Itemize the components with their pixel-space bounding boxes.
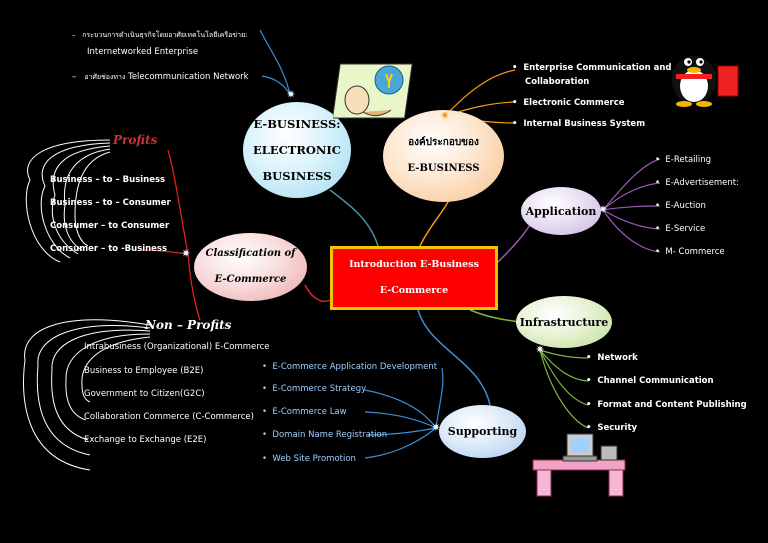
idea-clipart-icon: [333, 63, 413, 119]
link-center-classification: [304, 284, 331, 302]
profits-heading: Profits: [113, 133, 158, 147]
infrastructure-label: Infrastructure: [519, 315, 609, 329]
infrastructure-item-3: • Format and Content Publishing: [586, 400, 747, 410]
ebusiness-item-2-thai: อาศัยช่องทาง: [84, 73, 126, 81]
components-item-1: • Enterprise Communication and: [512, 63, 672, 73]
link-center-components: [419, 197, 451, 247]
link-center-supporting: [417, 309, 491, 406]
star-icon: ✷: [181, 247, 191, 260]
supporting-item-2: • E-Commerce Strategy: [262, 384, 367, 394]
center-title: Introduction E-Business: [349, 259, 479, 270]
components-item-3: • Internal Business System: [512, 119, 646, 129]
ebusiness-item-1-en: Internetworked Enterprise: [87, 47, 199, 57]
center-node: Introduction E-Business E-Commerce: [330, 246, 498, 310]
computer-desk-clipart-icon: [532, 433, 626, 497]
classification-line-2: E-Commerce: [214, 274, 287, 285]
penguin-clipart-icon: [672, 56, 739, 107]
classification-node: Classification of E-Commerce: [194, 233, 307, 301]
link-center-application: [497, 224, 531, 263]
infrastructure-item-2: • Channel Communication: [586, 376, 714, 386]
components-line-1: องค์ประกอบของ: [408, 137, 479, 148]
nonprofits-item-2: Business to Employee (B2E): [84, 366, 204, 376]
components-item-1b: Collaboration: [525, 77, 590, 87]
components-node: องค์ประกอบของ E-BUSINESS: [383, 110, 504, 202]
supporting-item-3: • E-Commerce Law: [262, 407, 347, 417]
profits-item-1: Business – to – Business: [50, 175, 166, 185]
infrastructure-item-4: • Security: [586, 423, 638, 433]
supporting-item-5: • Web Site Promotion: [262, 454, 356, 464]
profits-item-2: Business – to – Consumer: [50, 198, 171, 208]
application-node: Application: [521, 187, 601, 235]
nonprofits-item-1: Intrabusiness (Organizational) E-Commerc…: [84, 342, 270, 352]
application-item-3: • E-Auction: [655, 201, 706, 211]
application-item-2: • E-Advertisement:: [655, 178, 739, 188]
nonprofits-item-3: Government to Citizen(G2C): [84, 389, 205, 399]
application-item-4: • E-Service: [655, 224, 706, 234]
application-item-1: • E-Retailing: [655, 155, 712, 165]
nonprofits-item-4: Collaboration Commerce (C-Commerce): [84, 412, 254, 422]
application-item-5: • M- Commerce: [655, 247, 725, 257]
ebusiness-item-1-thai: กระบวนการดำเนินธุรกิจโดยอาศัยเทคโนโลยีเค…: [82, 31, 248, 39]
link-center-infrastructure: [469, 309, 521, 323]
ebusiness-bullet-1: – กระบวนการดำเนินธุรกิจโดยอาศัยเทคโนโลยี…: [72, 31, 248, 39]
infrastructure-item-1: • Network: [586, 353, 638, 363]
components-item-2: • Electronic Commerce: [512, 98, 625, 108]
classification-line-1: Classification of: [205, 248, 296, 259]
ebusiness-item-2-en: Telecommunication Network: [128, 72, 249, 82]
ebusiness-line-1: E-BUSINESS:: [253, 117, 341, 131]
profits-item-4: Consumer – to -Business: [50, 244, 168, 254]
center-subtitle: E-Commerce: [379, 285, 449, 296]
supporting-item-4: • Domain Name Registration: [262, 430, 388, 440]
nonprofits-item-5: Exchange to Exchange (E2E): [84, 435, 207, 445]
profits-item-3: Consumer – to Consumer: [50, 221, 170, 231]
star-icon: ✷: [286, 88, 296, 101]
supporting-node: Supporting: [439, 405, 526, 458]
application-label: Application: [525, 204, 597, 218]
star-icon: ✷: [535, 343, 545, 356]
nonprofits-heading: Non – Profits: [145, 318, 232, 332]
star-icon: ✷: [440, 109, 450, 122]
ebusiness-bullet-2: – อาศัยช่องทาง Telecommunication Network: [72, 72, 249, 82]
components-line-2: E-BUSINESS: [407, 163, 480, 174]
star-icon: ✷: [431, 421, 441, 434]
supporting-label: Supporting: [447, 425, 518, 438]
ebusiness-line-3: BUSINESS: [262, 169, 332, 183]
link-center-ebusiness: [329, 189, 379, 247]
star-icon: ✷: [598, 203, 608, 216]
supporting-item-1: • E-Commerce Application Development: [262, 362, 438, 372]
ebusiness-line-2: ELECTRONIC: [253, 143, 341, 157]
infrastructure-node: Infrastructure: [516, 296, 612, 348]
